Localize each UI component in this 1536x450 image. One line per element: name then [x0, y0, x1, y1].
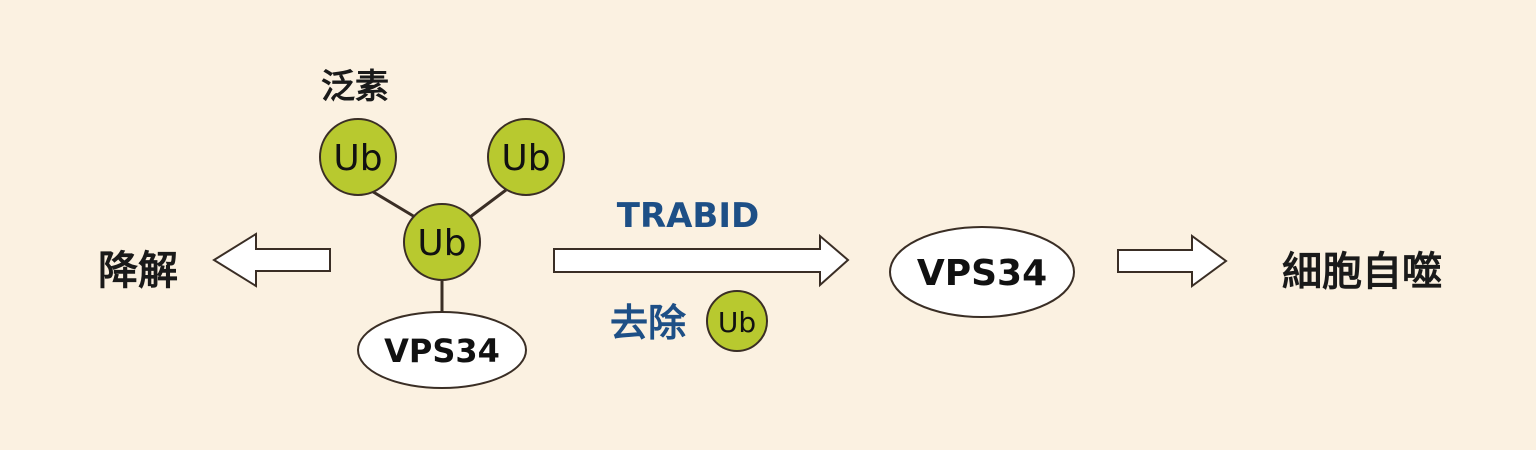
ub-removed-label: Ub [718, 306, 756, 339]
ub-right: Ub [487, 118, 565, 196]
degradation-arrow [212, 232, 331, 288]
ub-right-label: Ub [501, 138, 550, 179]
ubiquitin-label: 泛素 [321, 67, 389, 107]
bond-left [369, 188, 421, 222]
ub-left: Ub [319, 118, 397, 196]
ub-left-label: Ub [333, 138, 382, 179]
trabid-arrow [553, 233, 850, 288]
vps34-bound: VPS34 [357, 311, 527, 389]
vps34-bound-label: VPS34 [384, 332, 500, 370]
vps34-free: VPS34 [889, 226, 1075, 318]
trabid-label: TRABID [617, 196, 759, 236]
ub-center-label: Ub [417, 223, 466, 264]
ub-removed: Ub [706, 290, 768, 352]
ub-center: Ub [403, 203, 481, 281]
remove-label: 去除 [610, 301, 687, 345]
autophagy-label: 細胞自噬 [1282, 249, 1442, 295]
vps34-free-label: VPS34 [917, 253, 1047, 294]
degradation-label: 降解 [98, 248, 178, 294]
autophagy-arrow [1117, 234, 1228, 288]
bond-right [465, 188, 507, 222]
